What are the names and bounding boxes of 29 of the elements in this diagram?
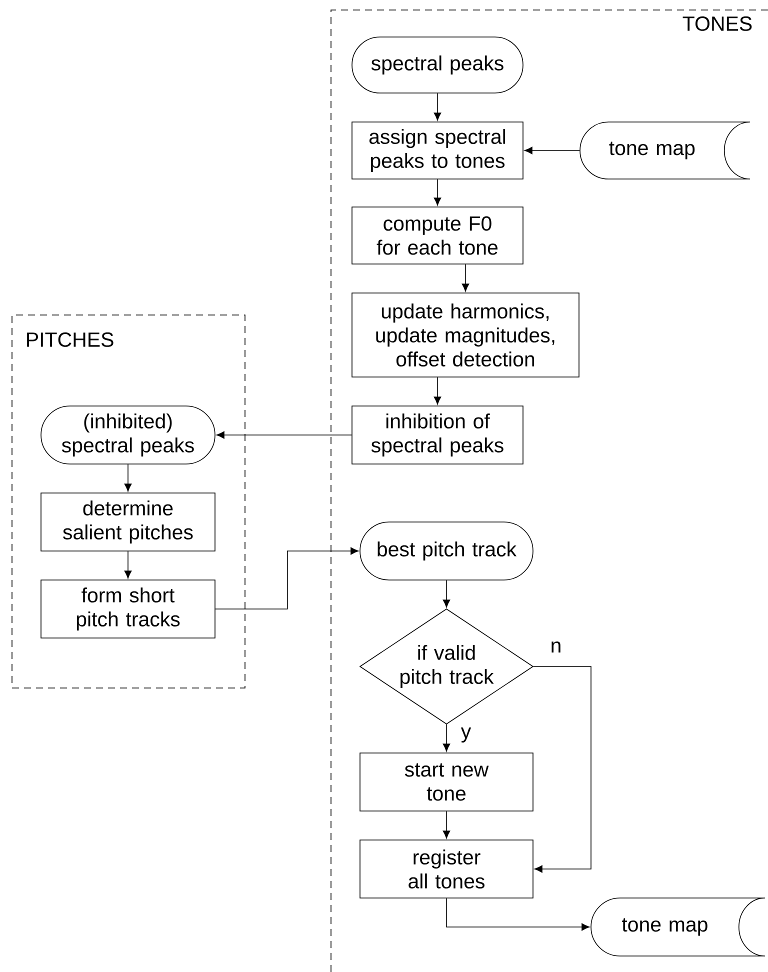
process-box: compute F0 for each tone <box>352 206 524 264</box>
arrow <box>524 146 580 154</box>
arrow <box>442 811 450 839</box>
process-box: determine salient pitches <box>40 492 216 552</box>
stored-data-shape: tone map <box>580 122 750 180</box>
arrow <box>434 93 442 121</box>
arrow <box>442 724 450 752</box>
arrow <box>434 377 442 405</box>
process-box: register all tones <box>360 840 534 898</box>
edge-label: n <box>549 640 563 654</box>
arrow <box>124 551 132 579</box>
arrow <box>446 898 590 931</box>
arrow <box>124 464 132 492</box>
arrow <box>434 179 442 206</box>
process-box: update harmonics, update magnitudes, offset detection <box>352 292 580 378</box>
process-box: assign spectral peaks to tones <box>352 122 524 180</box>
arrow <box>216 431 352 439</box>
process-box: form short pitch tracks <box>40 580 216 638</box>
terminal-box: (inhibited) spectral peaks <box>40 406 216 464</box>
edge-label: y <box>460 726 472 744</box>
arrow <box>442 580 450 608</box>
arrow <box>462 264 470 292</box>
stored-data-shape: tone map <box>590 898 766 956</box>
arrow <box>533 666 592 873</box>
terminal-box: best pitch track <box>360 522 534 580</box>
process-box: inhibition of spectral peaks <box>352 406 524 464</box>
terminal-box: spectral peaks <box>352 36 524 94</box>
process-box: start new tone <box>360 752 534 812</box>
arrow <box>215 547 359 610</box>
